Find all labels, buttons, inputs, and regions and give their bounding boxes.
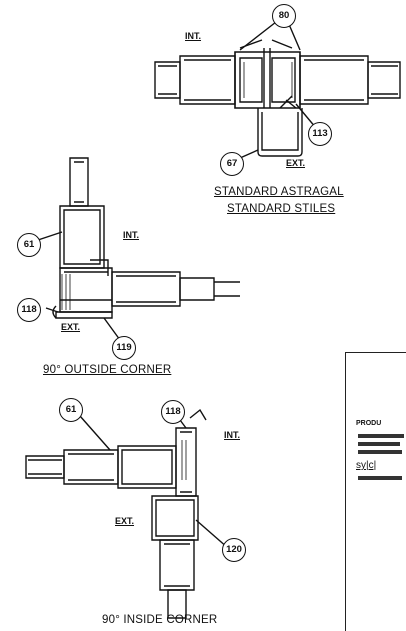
callout-80: 80 xyxy=(272,4,296,28)
inside-caption: 90° INSIDE CORNER xyxy=(102,614,218,626)
inside-callout-61: 61 xyxy=(59,398,83,422)
inside-corner-profile xyxy=(25,408,207,619)
outside-callout-61: 61 xyxy=(17,233,41,257)
outside-corner-profile xyxy=(52,157,240,319)
outside-caption: 90° OUTSIDE CORNER xyxy=(43,364,172,376)
astragal-caption-1: STANDARD ASTRAGAL xyxy=(214,186,344,198)
stamp-signature: sy|c| xyxy=(356,460,377,471)
inside-callout-120: 120 xyxy=(222,538,246,562)
approval-stamp-box xyxy=(345,352,406,631)
outside-callout-118: 118 xyxy=(17,298,41,322)
inside-ext-label: EXT. xyxy=(115,516,135,526)
stamp-text-line1: PRODU xyxy=(356,420,382,427)
stamp-scribble-1 xyxy=(358,434,404,438)
astragal-caption-2: STANDARD STILES xyxy=(227,203,336,215)
callout-67: 67 xyxy=(220,152,244,176)
astragal-ext-label: EXT. xyxy=(286,158,306,168)
inside-int-label: INT. xyxy=(224,430,241,440)
astragal-profile xyxy=(154,39,401,157)
outside-callout-119: 119 xyxy=(112,336,136,360)
astragal-int-label: INT. xyxy=(185,31,202,41)
outside-ext-label: EXT. xyxy=(61,322,81,332)
inside-callout-118: 118 xyxy=(161,400,185,424)
stamp-scribble-3 xyxy=(358,450,402,454)
stamp-scribble-4 xyxy=(358,476,402,480)
stamp-scribble-2 xyxy=(358,442,400,446)
outside-int-label: INT. xyxy=(123,230,140,240)
callout-113: 113 xyxy=(308,122,332,146)
